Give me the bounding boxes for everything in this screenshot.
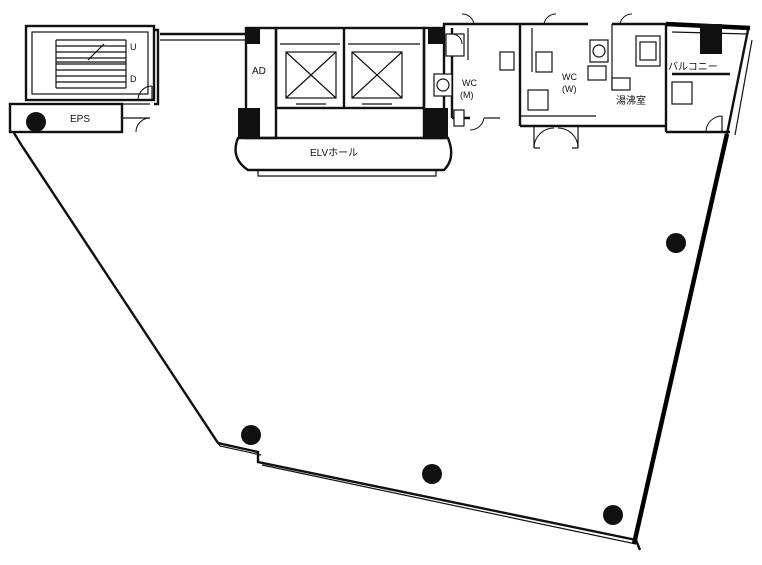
wc-women: WC (W) (518, 13, 609, 149)
stair-treads (55, 39, 127, 89)
column-marker (26, 112, 46, 132)
kitchenette-label: 湯沸室 (616, 94, 646, 107)
eps-label: EPS (70, 114, 90, 125)
wc-w-label-1: WC (562, 72, 577, 82)
wc-m-label-1: WC (462, 78, 477, 88)
balcony-label: バルコニー (668, 61, 718, 73)
elevator-core: AD (238, 26, 448, 140)
balcony: バルコニー (665, 21, 751, 134)
ad-label: AD (252, 66, 266, 77)
kitchenette: 湯沸室 (596, 13, 668, 132)
stair-down-label: D (130, 74, 137, 84)
elevator-hall: ELVホール (234, 136, 453, 177)
floor-outline (12, 29, 753, 551)
wc-m-label-2: (M) (460, 90, 474, 100)
column-marker (241, 425, 261, 445)
elv-hall-label: ELVホール (310, 147, 358, 159)
wc-w-label-2: (W) (562, 84, 577, 94)
column-marker (666, 233, 686, 253)
wc-men: WC (M) (433, 13, 520, 131)
stair-core: U D (24, 24, 156, 102)
stair-up-label: U (130, 42, 137, 52)
column-marker (603, 505, 623, 525)
eps-room: EPS (8, 102, 151, 134)
structural-columns (241, 233, 686, 525)
top-wall (154, 28, 246, 106)
column-marker (422, 464, 442, 484)
